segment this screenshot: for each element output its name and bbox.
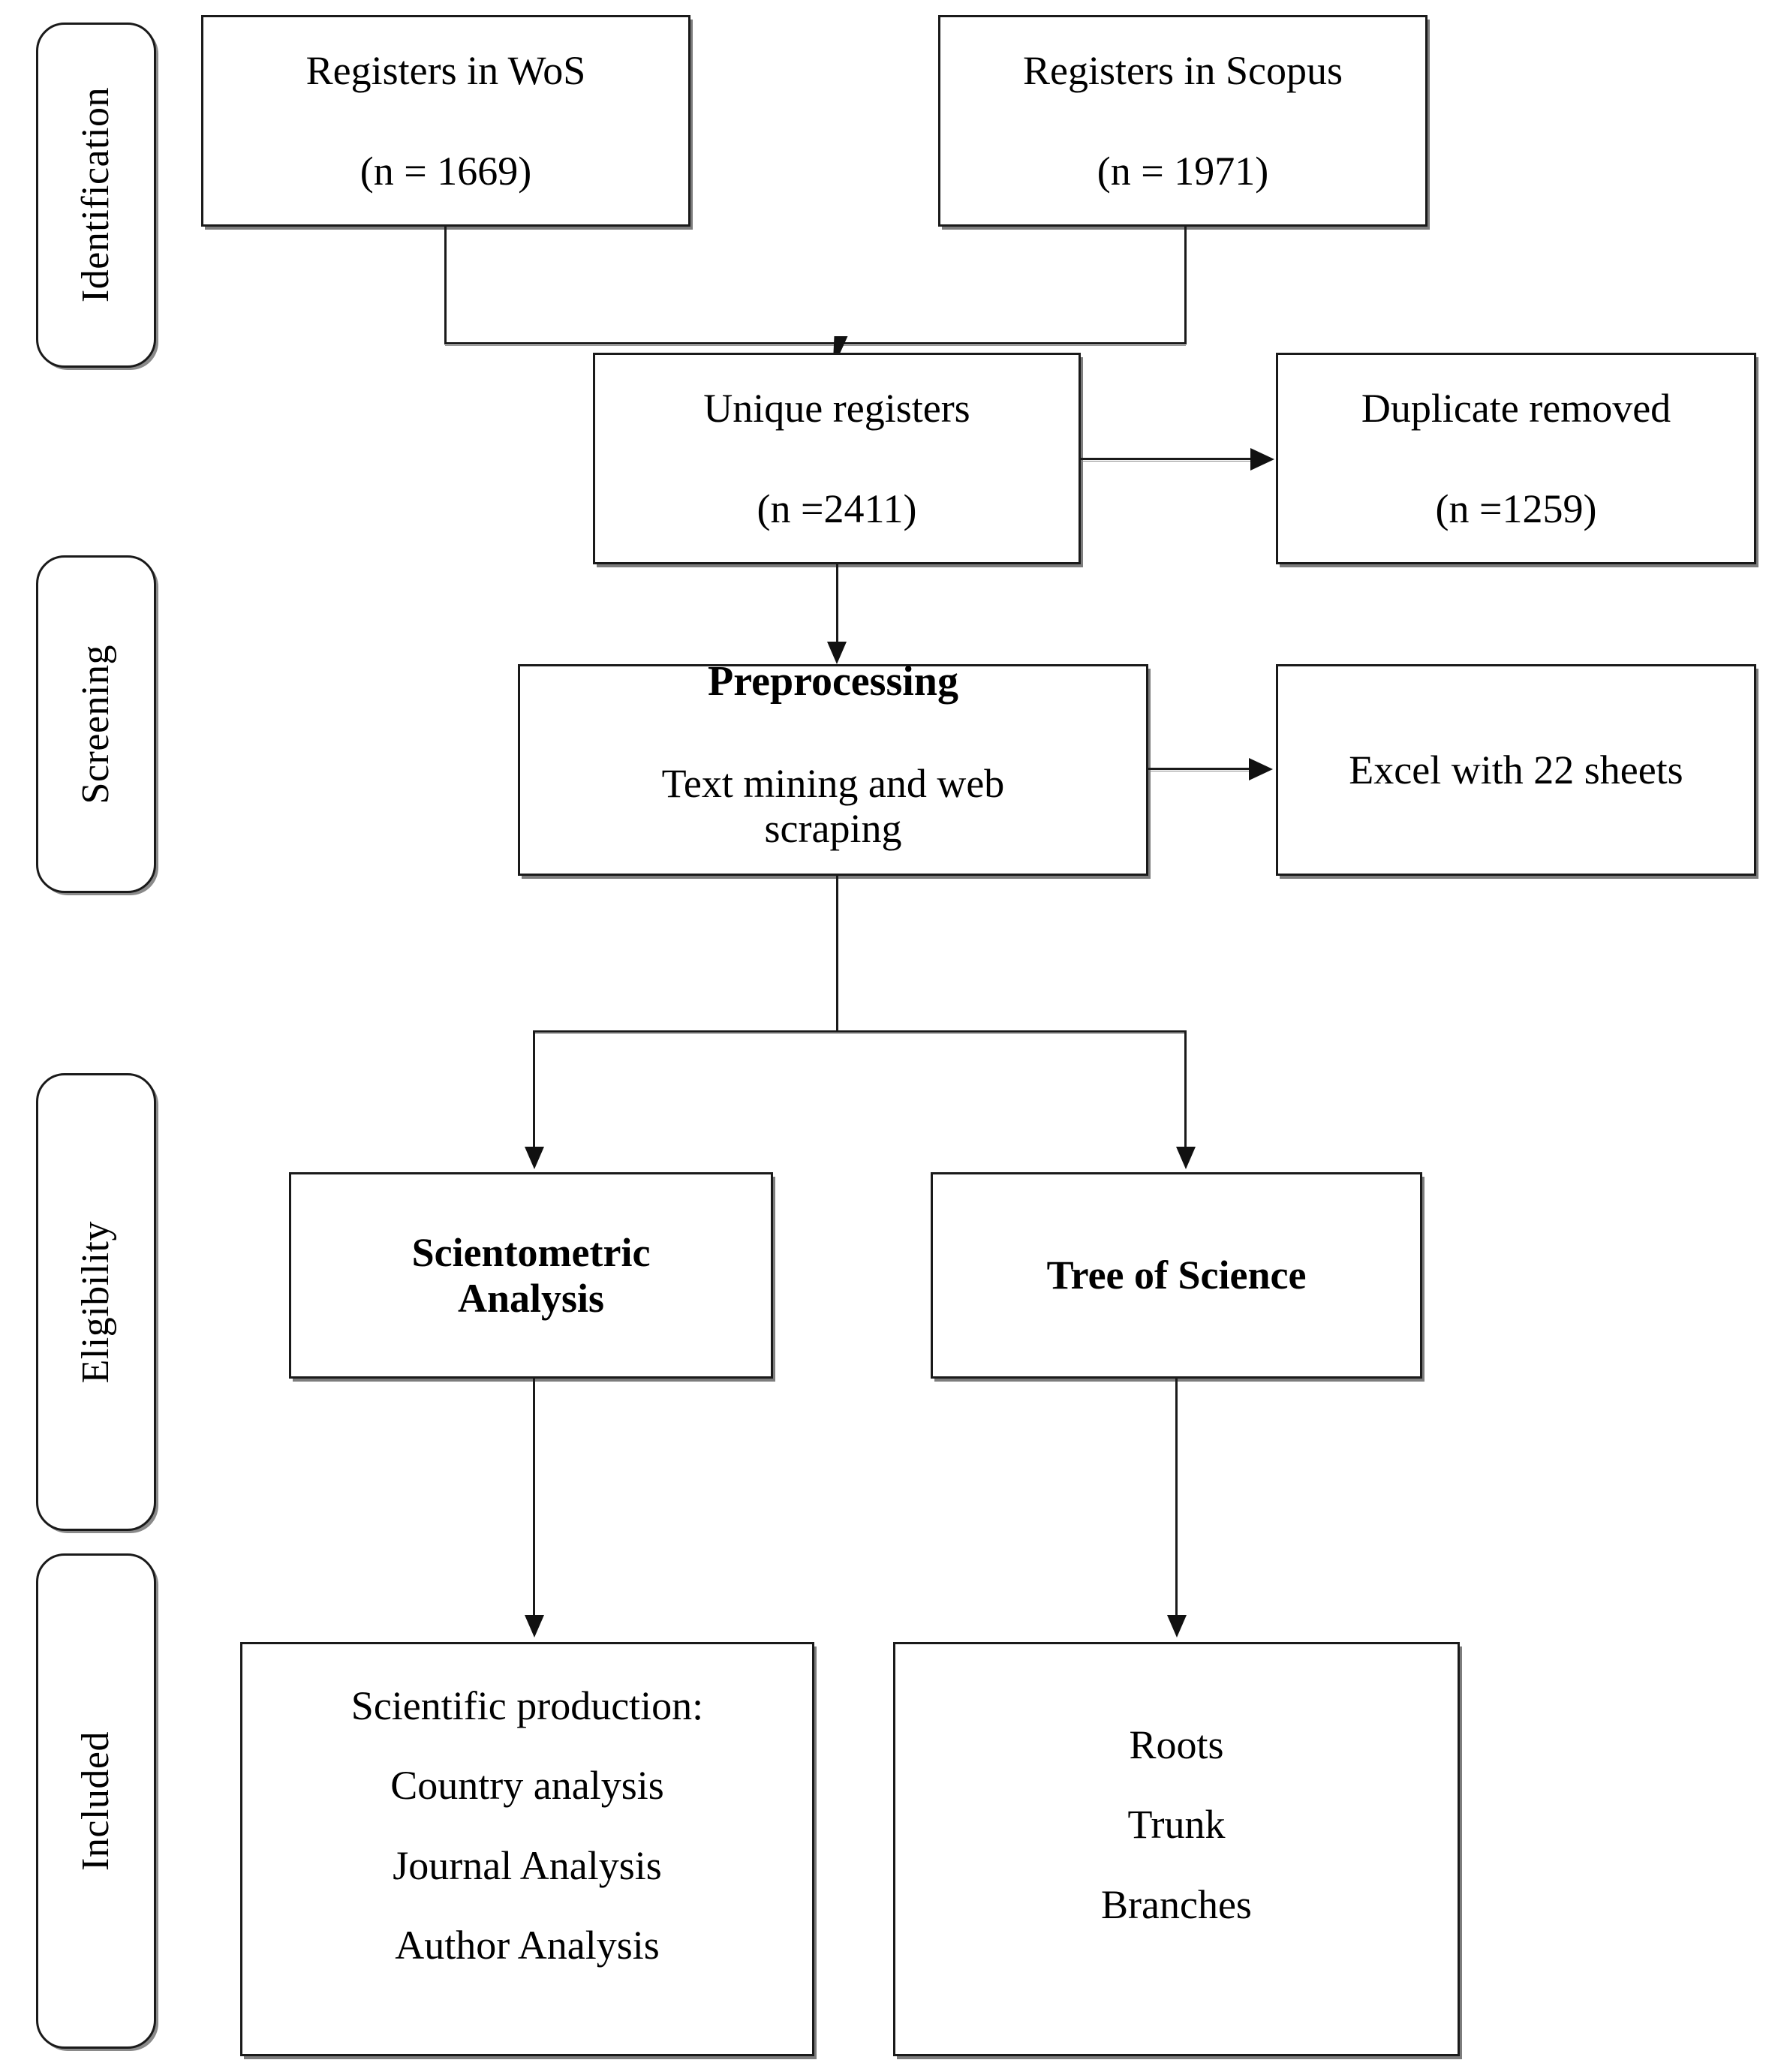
- stage-label-screening: Screening: [74, 644, 117, 804]
- connector-split-left-down: [533, 1030, 535, 1150]
- stage-label-identification: Identification: [74, 87, 117, 303]
- connector-preprocessing-down: [836, 876, 838, 1032]
- arrow-to-scientometric-analysis: [525, 1147, 544, 1169]
- scopus-count: (n = 1971): [1097, 149, 1269, 194]
- tos-component-roots: Roots: [1129, 1722, 1224, 1767]
- duplicate-removed-count: (n =1259): [1435, 486, 1597, 531]
- connector-merge-horizontal: [444, 342, 1187, 344]
- stage-label-included: Included: [74, 1731, 117, 1871]
- box-tos-components: Roots Trunk Branches: [893, 1642, 1460, 2056]
- box-registers-scopus: Registers in Scopus (n = 1971): [938, 15, 1428, 227]
- wos-title-regular: Registers in: [305, 47, 508, 93]
- scientometric-analysis-line-2: Analysis: [457, 1275, 605, 1321]
- connector-scientometric-down: [533, 1379, 535, 1619]
- box-scientometric-analysis: Scientometric Analysis: [289, 1172, 773, 1379]
- scientific-production-item-2: Journal Analysis: [393, 1842, 662, 1888]
- arrow-to-excel-output: [1249, 758, 1273, 780]
- connector-split-horizontal: [533, 1030, 1187, 1033]
- box-unique-registers: Unique registers (n =2411): [593, 353, 1081, 564]
- excel-output-title: Excel with 22 sheets: [1349, 747, 1683, 792]
- connector-wos-down: [444, 227, 447, 344]
- preprocessing-body-line-2: scraping: [764, 806, 902, 852]
- arrow-to-preprocessing: [827, 642, 847, 664]
- box-excel-output: Excel with 22 sheets: [1276, 664, 1756, 876]
- stage-pill-eligibility: Eligibility: [36, 1073, 156, 1531]
- preprocessing-heading: Preprocessing: [708, 658, 958, 705]
- box-preprocessing: Preprocessing Text mining and web scrapi…: [518, 660, 1148, 876]
- scopus-title-bold: Scopus: [1225, 47, 1343, 93]
- scientific-production-item-1: Country analysis: [390, 1763, 664, 1809]
- stage-pill-identification: Identification: [36, 23, 156, 368]
- arrow-to-duplicate-removed: [1250, 448, 1274, 471]
- arrow-to-tos-components: [1167, 1615, 1187, 1637]
- connector-scopus-down: [1184, 227, 1187, 344]
- arrow-to-scientific-production: [525, 1615, 544, 1637]
- wos-count: (n = 1669): [360, 149, 532, 194]
- connector-tree-of-science-down: [1175, 1379, 1178, 1619]
- scientometric-analysis-line-1: Scientometric: [411, 1230, 651, 1276]
- stage-pill-included: Included: [36, 1553, 156, 2049]
- wos-title-line: Registers in WoS: [306, 48, 586, 93]
- scientific-production-heading: Scientific production:: [350, 1683, 704, 1728]
- connector-split-right-down: [1184, 1030, 1187, 1150]
- wos-title-bold: WoS: [507, 47, 586, 93]
- preprocessing-body-line-1: Text mining and web: [661, 761, 1005, 806]
- box-tree-of-science: Tree of Science: [931, 1172, 1422, 1379]
- tree-of-science-title: Tree of Science: [1046, 1253, 1307, 1298]
- connector-unique-to-duplicate: [1081, 458, 1252, 460]
- tos-component-trunk: Trunk: [1127, 1802, 1226, 1848]
- unique-registers-count: (n =2411): [757, 486, 917, 531]
- scientific-production-item-3: Author Analysis: [395, 1923, 660, 1968]
- stage-pill-screening: Screening: [36, 555, 156, 893]
- connector-preprocessing-to-excel: [1148, 768, 1250, 770]
- duplicate-removed-title: Duplicate removed: [1361, 385, 1671, 431]
- box-scientific-production: Scientific production: Country analysis …: [240, 1642, 814, 2056]
- scopus-title-line: Registers in Scopus: [1023, 48, 1343, 93]
- unique-registers-title: Unique registers: [703, 385, 970, 431]
- scopus-title-regular: Registers in: [1023, 47, 1226, 93]
- stage-label-eligibility: Eligibility: [74, 1220, 117, 1384]
- box-duplicate-removed: Duplicate removed (n =1259): [1276, 353, 1756, 564]
- connector-unique-to-preprocessing: [836, 564, 838, 645]
- box-registers-wos: Registers in WoS (n = 1669): [201, 15, 690, 227]
- arrow-to-tree-of-science: [1176, 1147, 1196, 1169]
- tos-component-branches: Branches: [1101, 1881, 1252, 1927]
